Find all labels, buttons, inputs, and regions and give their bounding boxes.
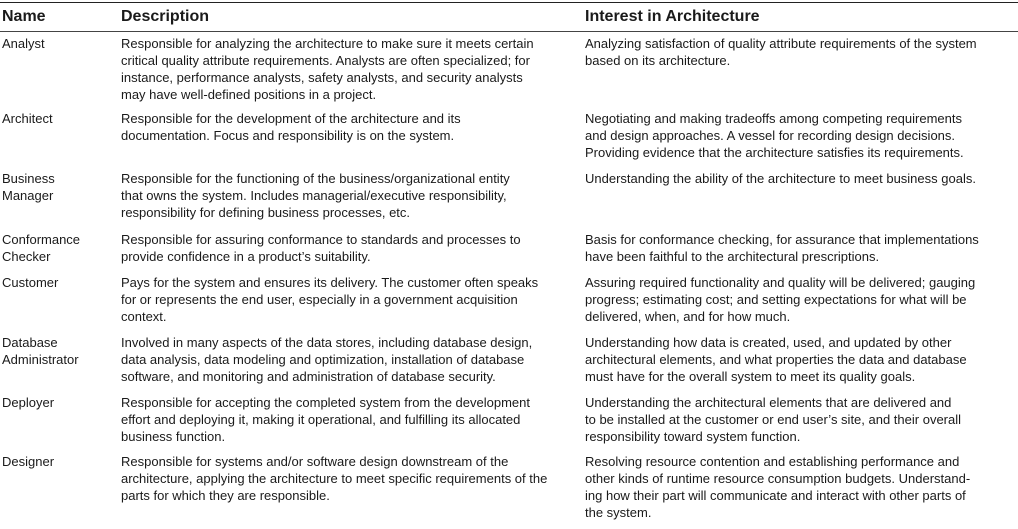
text-line: to be installed at the customer or end u…	[585, 412, 962, 427]
text-line: the system.	[585, 505, 652, 520]
cell-description: Responsible for analyzing the architectu…	[121, 35, 573, 103]
cell-interest: Negotiating and making tradeoffs among c…	[585, 110, 1013, 161]
text-line: architecture, applying the architecture …	[121, 471, 548, 486]
text-line: Deployer	[2, 395, 55, 410]
text-line: Assuring required functionality and qual…	[585, 275, 976, 290]
text-line: Responsible for the functioning of the b…	[121, 171, 510, 186]
cell-description: Responsible for assuring conformance to …	[121, 231, 573, 265]
text-line: Analyst	[2, 36, 45, 51]
text-line: may have well-defined positions in a pro…	[121, 87, 377, 102]
text-line: Conformance	[2, 232, 81, 247]
text-line: Architect	[2, 111, 53, 126]
text-line: Basis for conformance checking, for assu…	[585, 232, 979, 247]
text-line: Pays for the system and ensures its deli…	[121, 275, 539, 290]
cell-description: Responsible for systems and/or software …	[121, 453, 573, 504]
text-line: Responsible for systems and/or software …	[121, 454, 509, 469]
text-line: context.	[121, 309, 167, 324]
text-line: have been faithful to the architectural …	[585, 249, 880, 264]
cell-description: Pays for the system and ensures its deli…	[121, 274, 573, 325]
cell-interest: Resolving resource contention and establ…	[585, 453, 1013, 521]
text-line: business function.	[121, 429, 226, 444]
text-line: Negotiating and making tradeoffs among c…	[585, 111, 962, 126]
cell-description: Involved in many aspects of the data sto…	[121, 334, 573, 385]
cell-description: Responsible for accepting the completed …	[121, 394, 573, 445]
text-line: Resolving resource contention and establ…	[585, 454, 960, 469]
text-line: delivered, when, and for how much.	[585, 309, 791, 324]
cell-interest: Understanding the ability of the archite…	[585, 170, 1013, 187]
column-header-interest: Interest in Architecture	[585, 8, 760, 25]
text-line: for or represents the end user, especial…	[121, 292, 518, 307]
text-line: Understanding how data is created, used,…	[585, 335, 952, 350]
text-line: architectural elements, and what propert…	[585, 352, 967, 367]
text-line: Administrator	[2, 352, 79, 367]
text-line: instance, performance analysts, safety a…	[121, 70, 523, 85]
text-line: Business	[2, 171, 55, 186]
text-line: other kinds of runtime resource consumpt…	[585, 471, 971, 486]
text-line: effort and deploying it, making it opera…	[121, 412, 521, 427]
text-line: that owns the system. Includes manageria…	[121, 188, 507, 203]
text-line: progress; estimating cost; and setting e…	[585, 292, 967, 307]
cell-interest: Understanding the architectural elements…	[585, 394, 1013, 445]
text-line: Manager	[2, 188, 54, 203]
text-line: Understanding the ability of the archite…	[585, 171, 976, 186]
cell-name: Designer	[2, 453, 114, 470]
text-line: Responsible for assuring conformance to …	[121, 232, 521, 247]
text-line: Designer	[2, 454, 55, 469]
text-line: Responsible for the development of the a…	[121, 111, 461, 126]
cell-interest: Basis for conformance checking, for assu…	[585, 231, 1013, 265]
text-line: Customer	[2, 275, 59, 290]
text-line: Involved in many aspects of the data sto…	[121, 335, 533, 350]
text-line: responsibility toward system function.	[585, 429, 801, 444]
text-line: provide confidence in a product’s suitab…	[121, 249, 371, 264]
text-line: based on its architecture.	[585, 53, 731, 68]
text-line: Checker	[2, 249, 51, 264]
cell-description: Responsible for the functioning of the b…	[121, 170, 573, 221]
column-header-description: Description	[121, 8, 210, 25]
text-line: software, and monitoring and administrat…	[121, 369, 496, 384]
cell-description: Responsible for the development of the a…	[121, 110, 573, 144]
text-line: parts for which they are responsible.	[121, 488, 330, 503]
cell-name: Architect	[2, 110, 114, 127]
text-line: Responsible for analyzing the architectu…	[121, 36, 534, 51]
text-line: critical quality attribute requirements.…	[121, 53, 530, 68]
text-line: Analyzing satisfaction of quality attrib…	[585, 36, 977, 51]
text-line: Database	[2, 335, 58, 350]
column-header-name: Name	[2, 8, 46, 25]
text-line: Understanding the architectural elements…	[585, 395, 952, 410]
text-line: must have for the overall system to meet…	[585, 369, 916, 384]
cell-interest: Assuring required functionality and qual…	[585, 274, 1013, 325]
text-line: documentation. Focus and responsibility …	[121, 128, 455, 143]
text-line: responsibility for defining business pro…	[121, 205, 411, 220]
text-line: data analysis, data modeling and optimiz…	[121, 352, 525, 367]
text-line: Responsible for accepting the completed …	[121, 395, 530, 410]
cell-name: Customer	[2, 274, 114, 291]
header-rule	[0, 31, 1018, 32]
table-top-rule	[0, 2, 1018, 3]
cell-name: Analyst	[2, 35, 114, 52]
cell-name: Deployer	[2, 394, 114, 411]
cell-interest: Analyzing satisfaction of quality attrib…	[585, 35, 1013, 69]
cell-interest: Understanding how data is created, used,…	[585, 334, 1013, 385]
text-line: and design approaches. A vessel for reco…	[585, 128, 956, 143]
text-line: ing how their part will communicate and …	[585, 488, 966, 503]
text-line: Providing evidence that the architecture…	[585, 145, 964, 160]
